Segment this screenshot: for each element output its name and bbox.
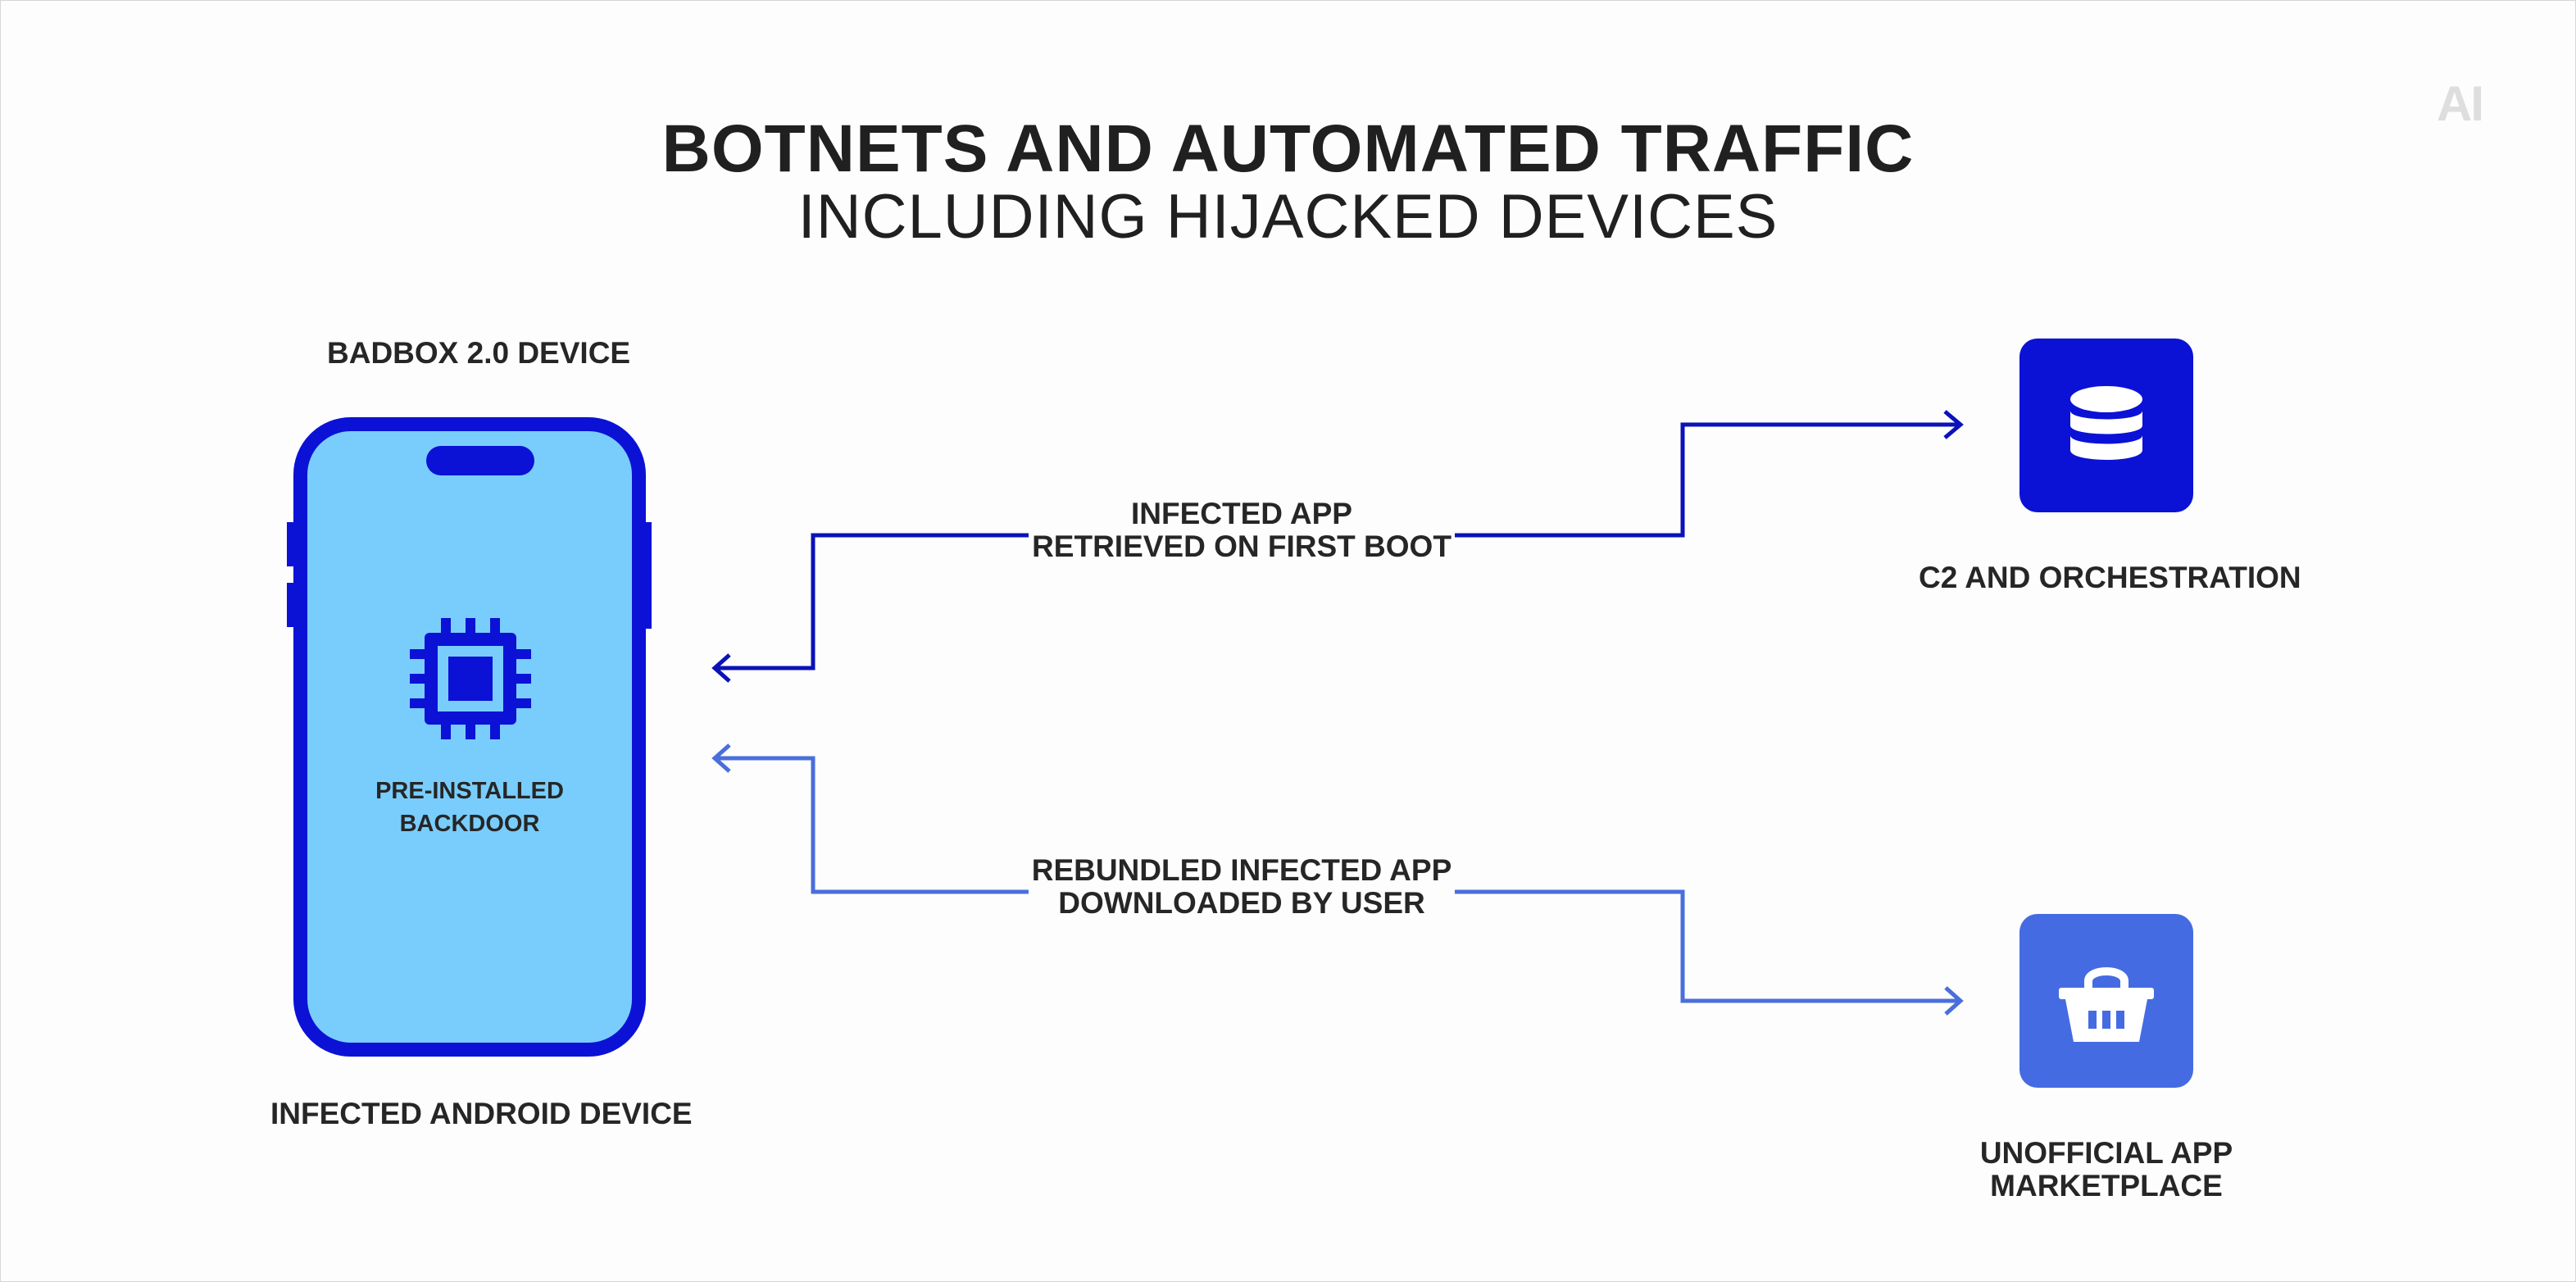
basket-icon [2059,967,2154,1042]
diagram-subtitle: INCLUDING HIJACKED DEVICES [797,182,1779,252]
device-bottom-label: INFECTED ANDROID DEVICE [270,1097,693,1130]
phone-volume-up-button [287,522,295,566]
marketplace-node [2019,914,2193,1088]
c2-node [2019,339,2193,512]
backdoor-label-line1: PRE-INSTALLED [375,778,564,804]
brand-logo: AI [2437,76,2484,131]
flow-arrow-user-download [711,743,1964,1016]
flow1-label-line1: INFECTED APP [1131,497,1352,530]
database-icon [2070,386,2142,460]
infected-phone: PRE-INSTALLED BACKDOOR [293,417,646,1057]
marketplace-label-line1: UNOFFICIAL APP [1979,1136,2233,1170]
flow1-label-line2: RETRIEVED ON FIRST BOOT [1032,530,1452,563]
diagram-title: BOTNETS AND AUTOMATED TRAFFIC [661,111,1915,186]
device-top-label: BADBOX 2.0 DEVICE [327,336,631,370]
c2-label: C2 AND ORCHESTRATION [1919,561,2301,594]
phone-notch [426,446,534,475]
flow-arrow-first-boot [711,410,1964,683]
flow2-label-line1: REBUNDLED INFECTED APP [1031,853,1452,887]
backdoor-label-line2: BACKDOOR [399,811,540,837]
flow2-label-line2: DOWNLOADED BY USER [1058,886,1425,920]
phone-power-button [643,522,652,629]
cpu-chip-icon [410,618,531,739]
phone-volume-down-button [287,583,295,627]
marketplace-label-line2: MARKETPLACE [1990,1169,2223,1202]
